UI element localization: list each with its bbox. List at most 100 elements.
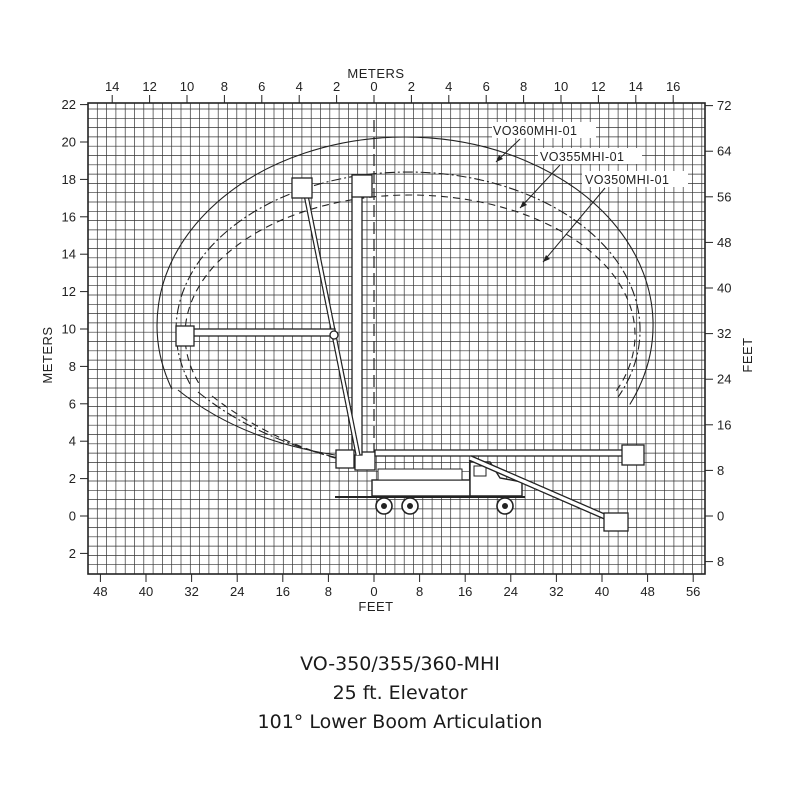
left-tick-label: 0: [69, 509, 76, 524]
turret: [354, 451, 376, 471]
left-tick-label: 14: [62, 247, 76, 262]
bottom-tick-label: 16: [458, 584, 472, 599]
label-box-350: [582, 171, 688, 187]
bottom-tick-label: 32: [549, 584, 563, 599]
left-axis-title: METERS: [40, 326, 55, 383]
top-tick-label: 0: [370, 79, 377, 94]
envelope-vo360: [156, 136, 654, 405]
left-tick-label: 4: [69, 434, 76, 449]
right-tick-label: 16: [717, 417, 731, 432]
left-tick-label: 10: [62, 322, 76, 337]
top-tick-label: 14: [629, 79, 643, 94]
bucket-lower-right: [603, 512, 629, 532]
left-tick-label: 12: [62, 284, 76, 299]
caption-elevator: 25 ft. Elevator: [332, 682, 468, 704]
cab-window: [473, 465, 487, 477]
label-box-360: [492, 122, 596, 138]
grid-frame: [87, 102, 706, 575]
bottom-tick-label: 48: [640, 584, 654, 599]
label-vo350: VO350MHI-01: [585, 173, 669, 187]
bottom-tick-label: 32: [184, 584, 198, 599]
bottom-tick-label: 56: [686, 584, 700, 599]
left-tick-label: 2: [69, 471, 76, 486]
top-tick-label: 2: [408, 79, 415, 94]
bottom-tick-label: 8: [416, 584, 423, 599]
right-tick-label: 64: [717, 144, 731, 159]
top-tick-label: 4: [296, 79, 303, 94]
bucket-right: [621, 444, 645, 466]
bottom-tick-label: 16: [276, 584, 290, 599]
top-tick-label: 4: [445, 79, 452, 94]
bucket-upper-left: [291, 177, 313, 199]
truck-cab: [469, 461, 523, 497]
left-tick-label: 8: [69, 359, 76, 374]
top-tick-label: 10: [554, 79, 568, 94]
model-labels: VO360MHI-01 VO355MHI-01 VO350MHI-01: [492, 122, 688, 263]
top-tick-label: 6: [483, 79, 490, 94]
caption-articulation: 101° Lower Boom Articulation: [257, 711, 543, 733]
right-tick-label: 32: [717, 326, 731, 341]
right-tick-label: 0: [717, 509, 724, 524]
bottom-tick-label: 40: [139, 584, 153, 599]
bottom-axis-title: FEET: [358, 599, 393, 614]
bottom-tick-label: 24: [504, 584, 518, 599]
boom-vertical: [351, 194, 363, 456]
top-tick-label: 6: [258, 79, 265, 94]
top-tick-label: 12: [591, 79, 605, 94]
right-tick-label: 8: [717, 554, 724, 569]
label-vo360: VO360MHI-01: [493, 124, 577, 138]
label-vo355: VO355MHI-01: [540, 150, 624, 164]
boom-rest: [377, 468, 463, 481]
left-tick-label: 6: [69, 396, 76, 411]
bottom-tick-label: 40: [595, 584, 609, 599]
truck-hub-1: [407, 503, 413, 509]
leader-355-arrow: [520, 201, 527, 208]
top-tick-label: 14: [105, 79, 119, 94]
right-tick-label: 40: [717, 281, 731, 296]
leader-350: [542, 187, 606, 263]
leader-355: [519, 164, 561, 209]
caption-model: VO-350/355/360-MHI: [300, 653, 500, 675]
envelope-vo355-return: [197, 391, 339, 459]
boom-right-horizontal: [374, 449, 626, 457]
right-tick-label: 24: [717, 372, 731, 387]
bottom-tick-label: 24: [230, 584, 244, 599]
truck-and-booms: [175, 120, 645, 532]
top-tick-label: 2: [333, 79, 340, 94]
leader-350-arrow: [543, 255, 550, 262]
bucket-top: [351, 174, 373, 198]
envelope-vo355: [175, 171, 641, 398]
right-tick-label: 56: [717, 189, 731, 204]
bottom-tick-label: 48: [93, 584, 107, 599]
right-axis-title: FEET: [740, 337, 755, 372]
left-tick-label: 16: [62, 209, 76, 224]
top-tick-label: 8: [520, 79, 527, 94]
left-tick-label: 22: [62, 97, 76, 112]
truck-hub-0: [381, 503, 387, 509]
top-axis-title: METERS: [347, 66, 404, 81]
reach-envelopes: [156, 136, 654, 461]
boom-left-horizontal: [189, 328, 336, 337]
bottom-tick-label: 8: [325, 584, 332, 599]
top-tick-label: 12: [142, 79, 156, 94]
caption: VO-350/355/360-MHI 25 ft. Elevator 101° …: [0, 650, 800, 737]
elbow-joint: [329, 330, 339, 340]
leader-360-arrow: [496, 155, 503, 162]
boom-lower-right-inner: [469, 456, 609, 520]
truck-bed: [371, 479, 471, 497]
left-tick-label: 20: [62, 135, 76, 150]
right-tick-label: 8: [717, 463, 724, 478]
bucket-left: [175, 325, 195, 347]
right-tick-label: 48: [717, 235, 731, 250]
truck-hub-2: [502, 503, 508, 509]
label-box-355: [538, 148, 642, 164]
envelope-vo350: [184, 194, 636, 395]
bottom-tick-label: 0: [370, 584, 377, 599]
bucket-left-low: [335, 449, 355, 469]
left-tick-label: 2: [69, 546, 76, 561]
top-tick-label: 10: [180, 79, 194, 94]
top-tick-label: 16: [666, 79, 680, 94]
right-tick-label: 72: [717, 98, 731, 113]
